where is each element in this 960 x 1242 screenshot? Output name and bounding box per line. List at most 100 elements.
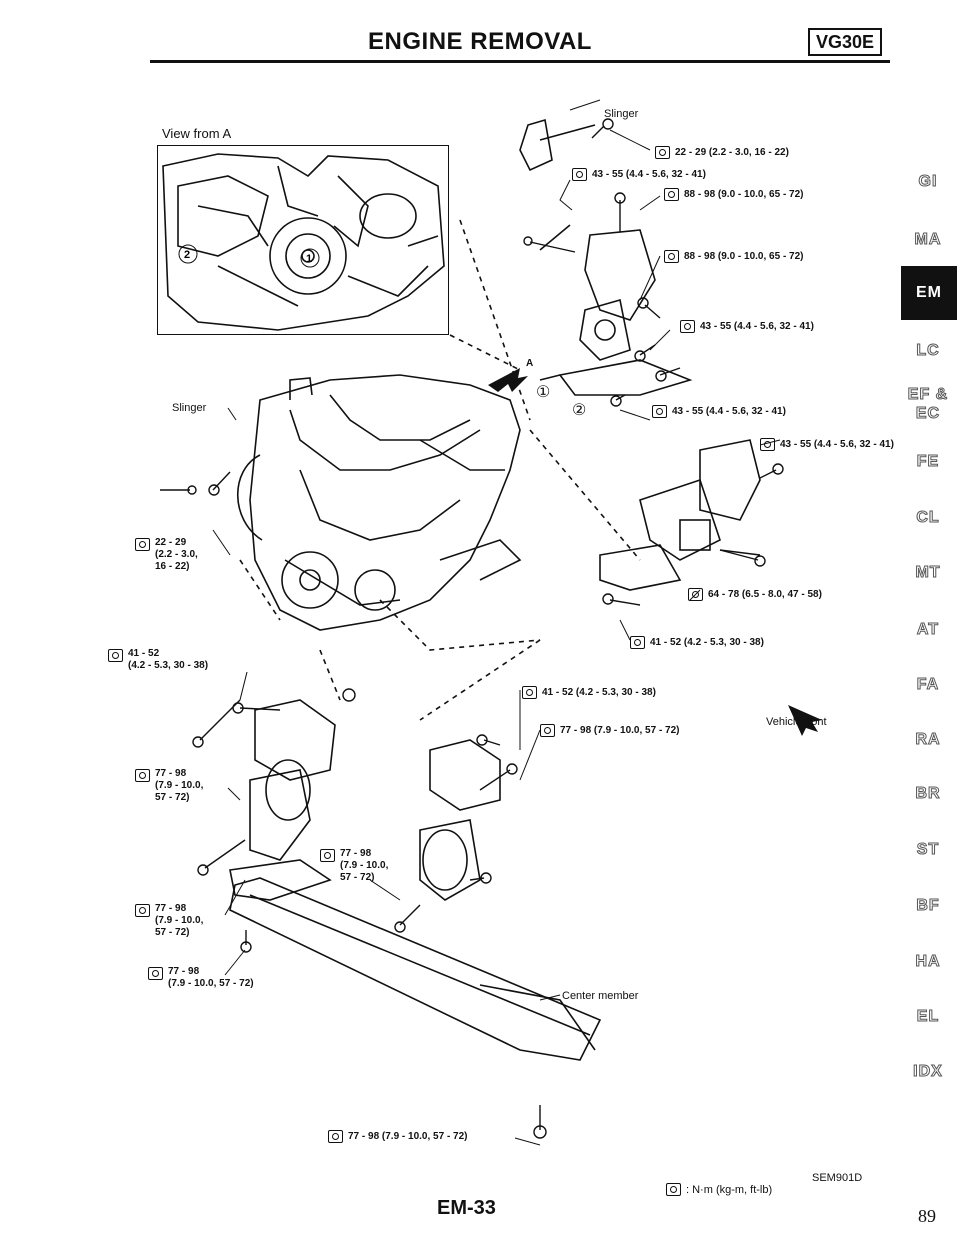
section-tab-gi[interactable]: GI	[918, 173, 938, 191]
center-member-label: Center member	[562, 990, 639, 1002]
slinger-top-label: Slinger	[604, 108, 639, 120]
inset-caption: View from A	[162, 126, 232, 141]
torque-callout: 77 - 98 (7.9 - 10.0, 57 - 72)	[148, 966, 254, 990]
torque-wrench-icon	[664, 188, 679, 201]
torque-value: 64 - 78 (6.5 - 8.0, 47 - 58)	[708, 588, 822, 600]
torque-wrench-icon	[522, 686, 537, 699]
torque-value: 22 - 29 (2.2 - 3.0, 16 - 22)	[675, 146, 789, 158]
section-tab-ra[interactable]: RA	[915, 731, 941, 749]
svg-text:1: 1	[306, 253, 312, 265]
torque-wrench-icon	[148, 967, 163, 980]
torque-value: 77 - 98 (7.9 - 10.0, 57 - 72)	[560, 724, 680, 736]
section-tab-el[interactable]: EL	[916, 1008, 940, 1026]
torque-callout: 77 - 98 (7.9 - 10.0, 57 - 72)	[135, 903, 203, 939]
torque-callout: 22 - 29 (2.2 - 3.0, 16 - 22)	[655, 146, 789, 159]
inset-view-illustration: 2 1	[157, 145, 449, 335]
torque-callout: 41 - 52 (4.2 - 5.3, 30 - 38)	[630, 636, 764, 649]
torque-wrench-icon	[135, 769, 150, 782]
torque-value: (7.9 - 10.0,	[155, 780, 204, 791]
page-reference: EM-33	[437, 1197, 496, 1219]
torque-value: 57 - 72)	[155, 792, 190, 803]
view-a-arrow	[488, 368, 528, 392]
section-tab-ec[interactable]: EC	[915, 405, 941, 423]
inset-drawing: 2 1	[162, 153, 445, 331]
torque-wrench-icon	[108, 649, 123, 662]
torque-callout: 77 - 98 (7.9 - 10.0, 57 - 72)	[328, 1130, 468, 1143]
torque-callout: 41 - 52 (4.2 - 5.3, 30 - 38)	[108, 648, 208, 672]
torque-wrench-icon	[760, 438, 775, 451]
torque-value: 43 - 55 (4.4 - 5.6, 32 - 41)	[780, 438, 894, 450]
torque-value: (2.2 - 3.0,	[155, 549, 198, 560]
page-title: ENGINE REMOVAL	[368, 28, 592, 55]
section-tab-em-active[interactable]: EM	[901, 266, 957, 320]
svg-text:2: 2	[184, 249, 190, 261]
torque-callout: 77 - 98 (7.9 - 10.0, 57 - 72)	[320, 848, 388, 884]
torque-callout: 77 - 98 (7.9 - 10.0, 57 - 72)	[540, 724, 680, 737]
torque-wrench-icon	[652, 405, 667, 418]
torque-value: (7.9 - 10.0, 57 - 72)	[168, 978, 254, 989]
section-tab-bf[interactable]: BF	[916, 897, 940, 915]
view-a-marker: A	[526, 358, 534, 369]
section-tab-idx[interactable]: IDX	[913, 1063, 943, 1081]
torque-value: (7.9 - 10.0,	[340, 860, 389, 871]
torque-value: 43 - 55 (4.4 - 5.6, 32 - 41)	[592, 168, 706, 180]
legend-unit-text: : N·m (kg-m, ft-lb)	[686, 1183, 773, 1196]
part-number-2: ②	[572, 402, 587, 419]
torque-value: 77 - 98	[168, 966, 200, 977]
section-tab-at[interactable]: AT	[916, 621, 940, 639]
torque-callout: 64 - 78 (6.5 - 8.0, 47 - 58)	[688, 588, 822, 601]
torque-callout: 43 - 55 (4.4 - 5.6, 32 - 41)	[652, 405, 786, 418]
torque-callout: 43 - 55 (4.4 - 5.6, 32 - 41)	[760, 438, 894, 451]
torque-wrench-icon	[664, 250, 679, 263]
torque-wrench-icon	[540, 724, 555, 737]
torque-value: (7.9 - 10.0,	[155, 915, 204, 926]
torque-wrench-icon	[572, 168, 587, 181]
section-tab-cl[interactable]: CL	[916, 509, 940, 527]
title-rule	[150, 60, 890, 63]
section-tab-ha[interactable]: HA	[915, 953, 941, 971]
section-tab-fe[interactable]: FE	[916, 453, 940, 471]
torque-callout: 43 - 55 (4.4 - 5.6, 32 - 41)	[572, 168, 706, 181]
torque-value: 88 - 98 (9.0 - 10.0, 65 - 72)	[684, 188, 804, 200]
torque-value: 16 - 22)	[155, 561, 190, 572]
torque-value: 77 - 98	[340, 848, 372, 859]
vehicle-front-label: Vehicle front	[766, 716, 827, 728]
torque-wrench-icon	[328, 1130, 343, 1143]
part-number-1: ①	[536, 384, 551, 401]
torque-value: 88 - 98 (9.0 - 10.0, 65 - 72)	[684, 250, 804, 262]
torque-callout: 88 - 98 (9.0 - 10.0, 65 - 72)	[664, 250, 804, 263]
torque-value: 77 - 98	[155, 903, 187, 914]
torque-value: 41 - 52	[128, 648, 160, 659]
torque-value: 43 - 55 (4.4 - 5.6, 32 - 41)	[672, 405, 786, 417]
torque-value: 57 - 72)	[340, 872, 375, 883]
torque-wrench-icon	[630, 636, 645, 649]
torque-callout: 88 - 98 (9.0 - 10.0, 65 - 72)	[664, 188, 804, 201]
engine-badge: VG30E	[808, 28, 883, 56]
section-tab-mt[interactable]: MT	[915, 564, 941, 582]
section-tab-ef[interactable]: EF &	[907, 386, 949, 404]
section-tab-st[interactable]: ST	[916, 841, 940, 859]
slinger-left-label: Slinger	[172, 402, 207, 414]
torque-wrench-icon	[135, 904, 150, 917]
page-number: 89	[918, 1206, 936, 1226]
torque-value: 77 - 98	[155, 768, 187, 779]
torque-wrench-icon	[320, 849, 335, 862]
torque-callout: 41 - 52 (4.2 - 5.3, 30 - 38)	[522, 686, 656, 699]
torque-unit-legend: : N·m (kg-m, ft-lb)	[666, 1183, 772, 1196]
section-tab-fa[interactable]: FA	[916, 676, 940, 694]
engine-mount-exploded-view	[160, 99, 822, 1146]
section-tab-ma[interactable]: MA	[914, 231, 942, 249]
torque-wrench-icon	[135, 538, 150, 551]
torque-value: 43 - 55 (4.4 - 5.6, 32 - 41)	[700, 320, 814, 332]
section-tab-br[interactable]: BR	[915, 785, 941, 803]
section-tab-em-label: EM	[916, 284, 942, 301]
section-tab-lc[interactable]: LC	[916, 342, 940, 360]
torque-wrench-icon	[655, 146, 670, 159]
figure-code: SEM901D	[812, 1172, 863, 1184]
torque-callout: 77 - 98 (7.9 - 10.0, 57 - 72)	[135, 768, 203, 804]
vehicle-front-arrow	[788, 705, 822, 736]
torque-value: 41 - 52 (4.2 - 5.3, 30 - 38)	[650, 636, 764, 648]
torque-callout: 22 - 29 (2.2 - 3.0, 16 - 22)	[135, 537, 198, 573]
torque-value: (4.2 - 5.3, 30 - 38)	[128, 660, 209, 671]
torque-value: 57 - 72)	[155, 927, 190, 938]
